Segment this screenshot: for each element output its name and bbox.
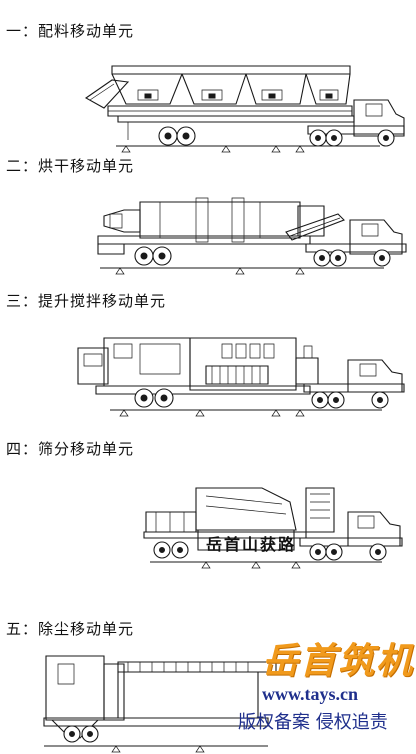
dust-removal-unit-drawing xyxy=(0,652,416,754)
unit-2-heading: 二：烘干移动单元 xyxy=(6,157,135,175)
unit-1-heading: 一：配料移动单元 xyxy=(6,22,135,40)
batching-unit-drawing xyxy=(0,56,416,154)
copyright-notice-watermark: 版权备案 侵权追责 xyxy=(238,712,388,733)
drying-unit-drawing xyxy=(0,188,416,280)
screening-unit-plate: 岳首山获路 xyxy=(206,535,297,554)
website-url-watermark: www.tays.cn xyxy=(262,684,359,704)
unit-5-heading: 五：除尘移动单元 xyxy=(6,620,135,638)
company-logo-watermark: 岳首筑机 xyxy=(262,640,415,682)
unit-3-heading: 三：提升搅拌移动单元 xyxy=(6,292,167,310)
unit-4-heading: 四：筛分移动单元 xyxy=(6,440,135,458)
screening-unit-drawing xyxy=(0,476,416,572)
mixing-unit-drawing xyxy=(0,326,416,418)
